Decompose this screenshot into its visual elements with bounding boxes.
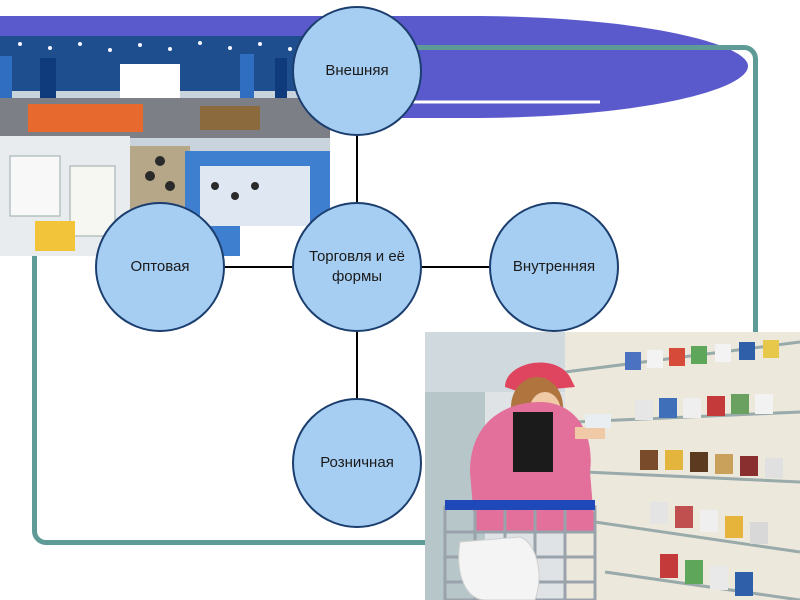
node-external-label: Внешняя bbox=[325, 62, 389, 79]
node-center: Торговля и её формы bbox=[292, 202, 422, 332]
node-internal: Внутренняя bbox=[489, 202, 619, 332]
node-retail-label: Розничная bbox=[320, 454, 394, 471]
node-center-label: Торговля и её формы bbox=[308, 248, 406, 285]
node-external: Внешняя bbox=[292, 6, 422, 136]
photo-trade-fair-hall bbox=[0, 36, 330, 256]
node-wholesale: Оптовая bbox=[95, 202, 225, 332]
node-internal-label: Внутренняя bbox=[512, 258, 596, 275]
photo-supermarket-shopper bbox=[425, 332, 800, 600]
node-retail: Розничная bbox=[292, 398, 422, 528]
node-wholesale-label: Оптовая bbox=[130, 258, 190, 275]
